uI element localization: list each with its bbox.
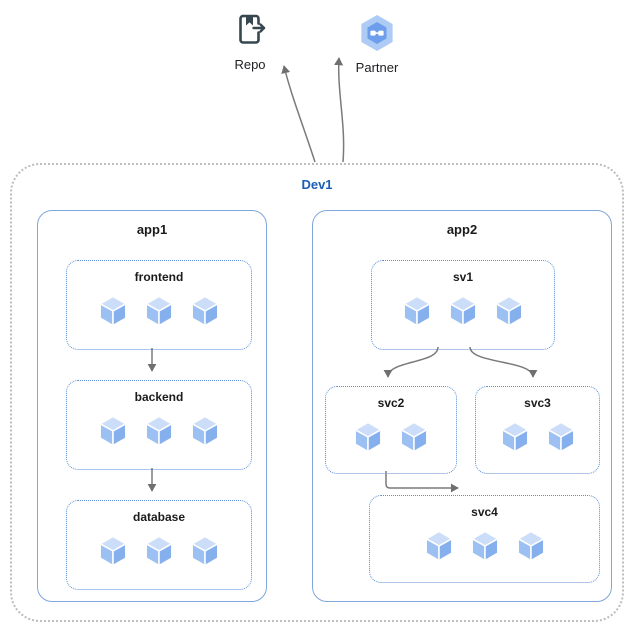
arrow-dev1-to-repo bbox=[281, 65, 316, 163]
pod-icon bbox=[449, 295, 477, 327]
pod-icon bbox=[495, 295, 523, 327]
dev1-boundary: Dev1 app1 frontend backend bbox=[10, 163, 624, 622]
pod-icon bbox=[191, 535, 219, 567]
database-label: database bbox=[132, 510, 186, 524]
pod-icon bbox=[145, 535, 173, 567]
svc2-pods bbox=[326, 420, 456, 454]
sv1-pods bbox=[372, 294, 554, 328]
svc4-group-box: svc4 bbox=[369, 495, 600, 583]
pod-icon bbox=[99, 295, 127, 327]
partner-node: Partner bbox=[341, 13, 413, 75]
pod-icon bbox=[191, 295, 219, 327]
svc3-group-box: svc3 bbox=[475, 386, 600, 474]
sv1-group-box: sv1 bbox=[371, 260, 555, 350]
backend-label: backend bbox=[134, 390, 184, 404]
database-pods bbox=[67, 534, 251, 568]
repo-node: Repo bbox=[221, 10, 279, 72]
repo-bookmark-shape bbox=[246, 16, 253, 26]
app2-title: app2 bbox=[446, 222, 478, 237]
svc3-label: svc3 bbox=[524, 396, 551, 410]
app2-box: app2 sv1 svc2 bbox=[312, 210, 612, 602]
pod-icon bbox=[191, 415, 219, 447]
sv1-label: sv1 bbox=[452, 270, 474, 284]
repo-label: Repo bbox=[234, 57, 266, 72]
frontend-group-box: frontend bbox=[66, 260, 252, 350]
pod-icon bbox=[99, 535, 127, 567]
pod-icon bbox=[400, 421, 428, 453]
svc4-label: svc4 bbox=[471, 505, 498, 519]
repo-icon bbox=[239, 14, 266, 44]
pod-icon bbox=[403, 295, 431, 327]
pod-icon bbox=[546, 421, 575, 453]
pod-icon bbox=[99, 415, 127, 447]
svc2-group-box: svc2 bbox=[325, 386, 457, 474]
pod-icon bbox=[424, 530, 453, 562]
pod-icon bbox=[145, 295, 173, 327]
app1-title: app1 bbox=[136, 222, 168, 237]
dev1-label: Dev1 bbox=[301, 177, 333, 192]
pod-icon bbox=[145, 415, 173, 447]
database-group-box: database bbox=[66, 500, 252, 590]
svc2-label: svc2 bbox=[377, 396, 405, 410]
partner-hexagon-icon bbox=[361, 15, 393, 51]
backend-pods bbox=[67, 414, 251, 448]
app1-box: app1 frontend backend bbox=[37, 210, 267, 602]
svc3-pods bbox=[476, 420, 599, 454]
repo-arrow-shape bbox=[252, 23, 266, 33]
pod-icon bbox=[500, 421, 529, 453]
frontend-pods bbox=[67, 294, 251, 328]
svc4-pods bbox=[370, 529, 599, 563]
frontend-label: frontend bbox=[134, 270, 184, 284]
pod-icon bbox=[470, 530, 499, 562]
backend-group-box: backend bbox=[66, 380, 252, 470]
pod-icon bbox=[354, 421, 382, 453]
pod-icon bbox=[516, 530, 545, 562]
partner-label: Partner bbox=[355, 60, 399, 75]
